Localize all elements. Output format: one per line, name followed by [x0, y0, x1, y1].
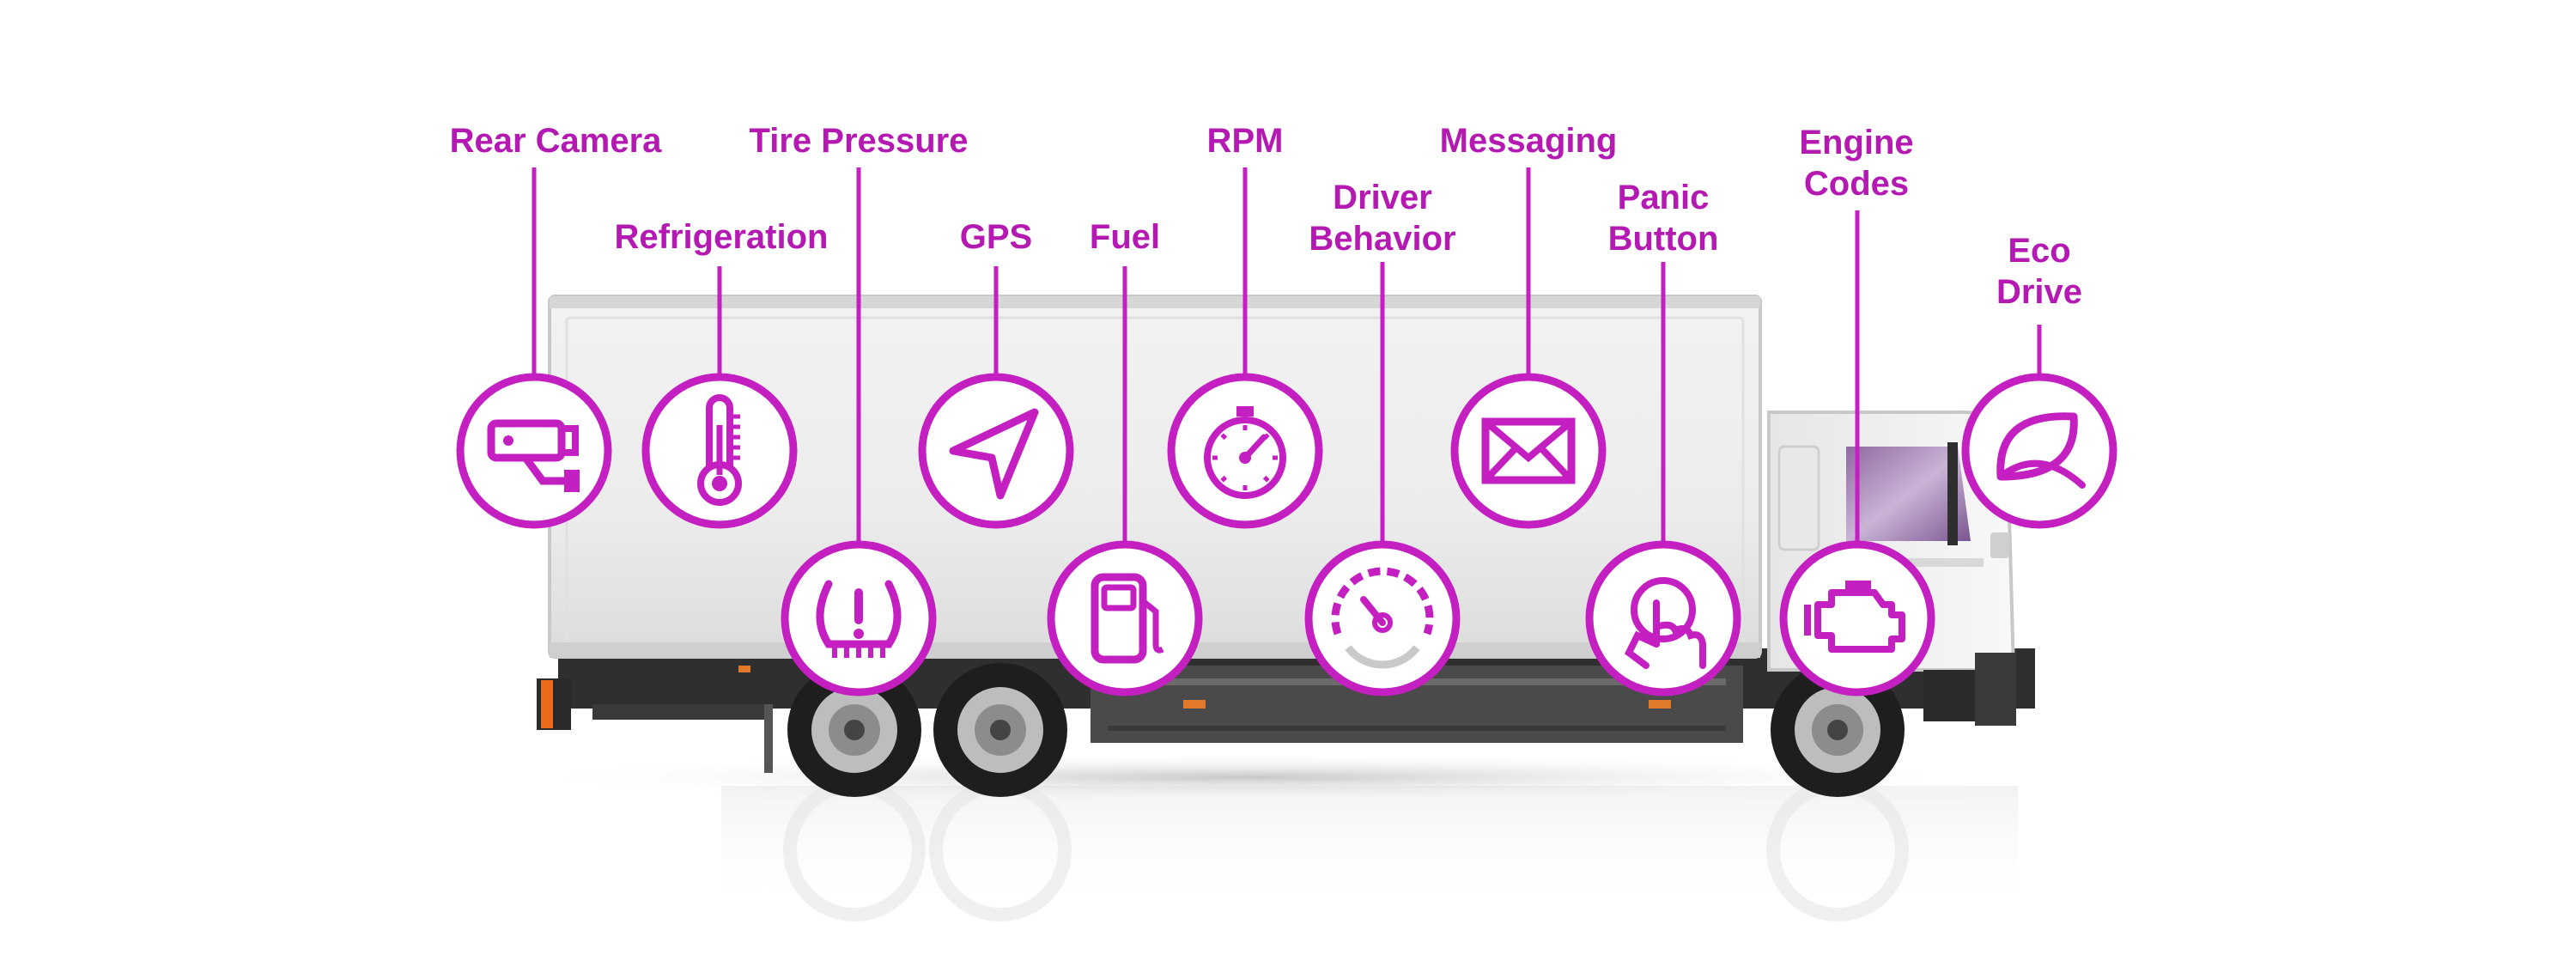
- feature-tire-pressure: [781, 167, 937, 696]
- icon-badge-eco-drive: [1961, 373, 2117, 529]
- feature-engine-codes: [1779, 210, 1935, 696]
- feature-gps: [918, 266, 1074, 529]
- headlight: [1990, 532, 2009, 558]
- label-fuel: Fuel: [1089, 218, 1161, 256]
- front-bumper: [1975, 653, 2016, 726]
- envelope-icon: [1481, 417, 1576, 484]
- label-rpm: RPM: [1206, 122, 1284, 160]
- tire-pressure-icon: [816, 580, 902, 658]
- rear-light: [541, 680, 553, 728]
- label-driver-behavior: Driver Behavior: [1309, 179, 1456, 258]
- feature-messaging: [1450, 167, 1607, 529]
- thermometer-icon: [697, 394, 742, 506]
- icon-badge-rear-camera: [456, 373, 612, 529]
- leaf-icon: [1996, 412, 2086, 489]
- icon-badge-panic-button: [1585, 540, 1741, 696]
- front-wheel: [1771, 663, 1905, 797]
- label-panic-button: Panic Button: [1607, 179, 1719, 258]
- feature-panic-button: [1585, 262, 1741, 696]
- navigation-arrow-icon: [949, 408, 1039, 500]
- icon-badge-engine-codes: [1779, 540, 1935, 696]
- icon-badge-fuel: [1047, 540, 1203, 696]
- label-tire-pressure: Tire Pressure: [749, 122, 969, 160]
- feature-rpm: [1167, 167, 1323, 529]
- cab-window: [1846, 447, 1971, 541]
- stopwatch-icon: [1204, 406, 1286, 499]
- engine-icon: [1804, 581, 1905, 653]
- feature-fuel: [1047, 266, 1203, 696]
- label-engine-codes: Engine Codes: [1799, 124, 1914, 203]
- label-gps: GPS: [959, 218, 1033, 256]
- fuel-pump-icon: [1091, 573, 1164, 664]
- camera-icon: [487, 419, 580, 492]
- feature-rear-camera: [456, 167, 612, 529]
- push-button-icon: [1624, 577, 1706, 669]
- label-messaging: Messaging: [1439, 122, 1618, 160]
- feature-refrigeration: [641, 266, 798, 529]
- rear-wheel-2: [933, 663, 1067, 797]
- label-eco-drive: Eco Drive: [1996, 232, 2083, 311]
- rear-wheel-1: [787, 663, 921, 797]
- feature-driver-behavior: [1304, 262, 1461, 696]
- feature-eco-drive: [1961, 325, 2117, 529]
- icon-badge-messaging: [1450, 373, 1607, 529]
- speedometer-icon: [1331, 567, 1434, 669]
- features-layer: [456, 167, 2117, 696]
- icon-badge-gps: [918, 373, 1074, 529]
- icon-badge-rpm: [1167, 373, 1323, 529]
- label-refrigeration: Refrigeration: [614, 218, 829, 256]
- label-rear-camera: Rear Camera: [449, 122, 662, 160]
- truck-reflection: [721, 779, 2018, 921]
